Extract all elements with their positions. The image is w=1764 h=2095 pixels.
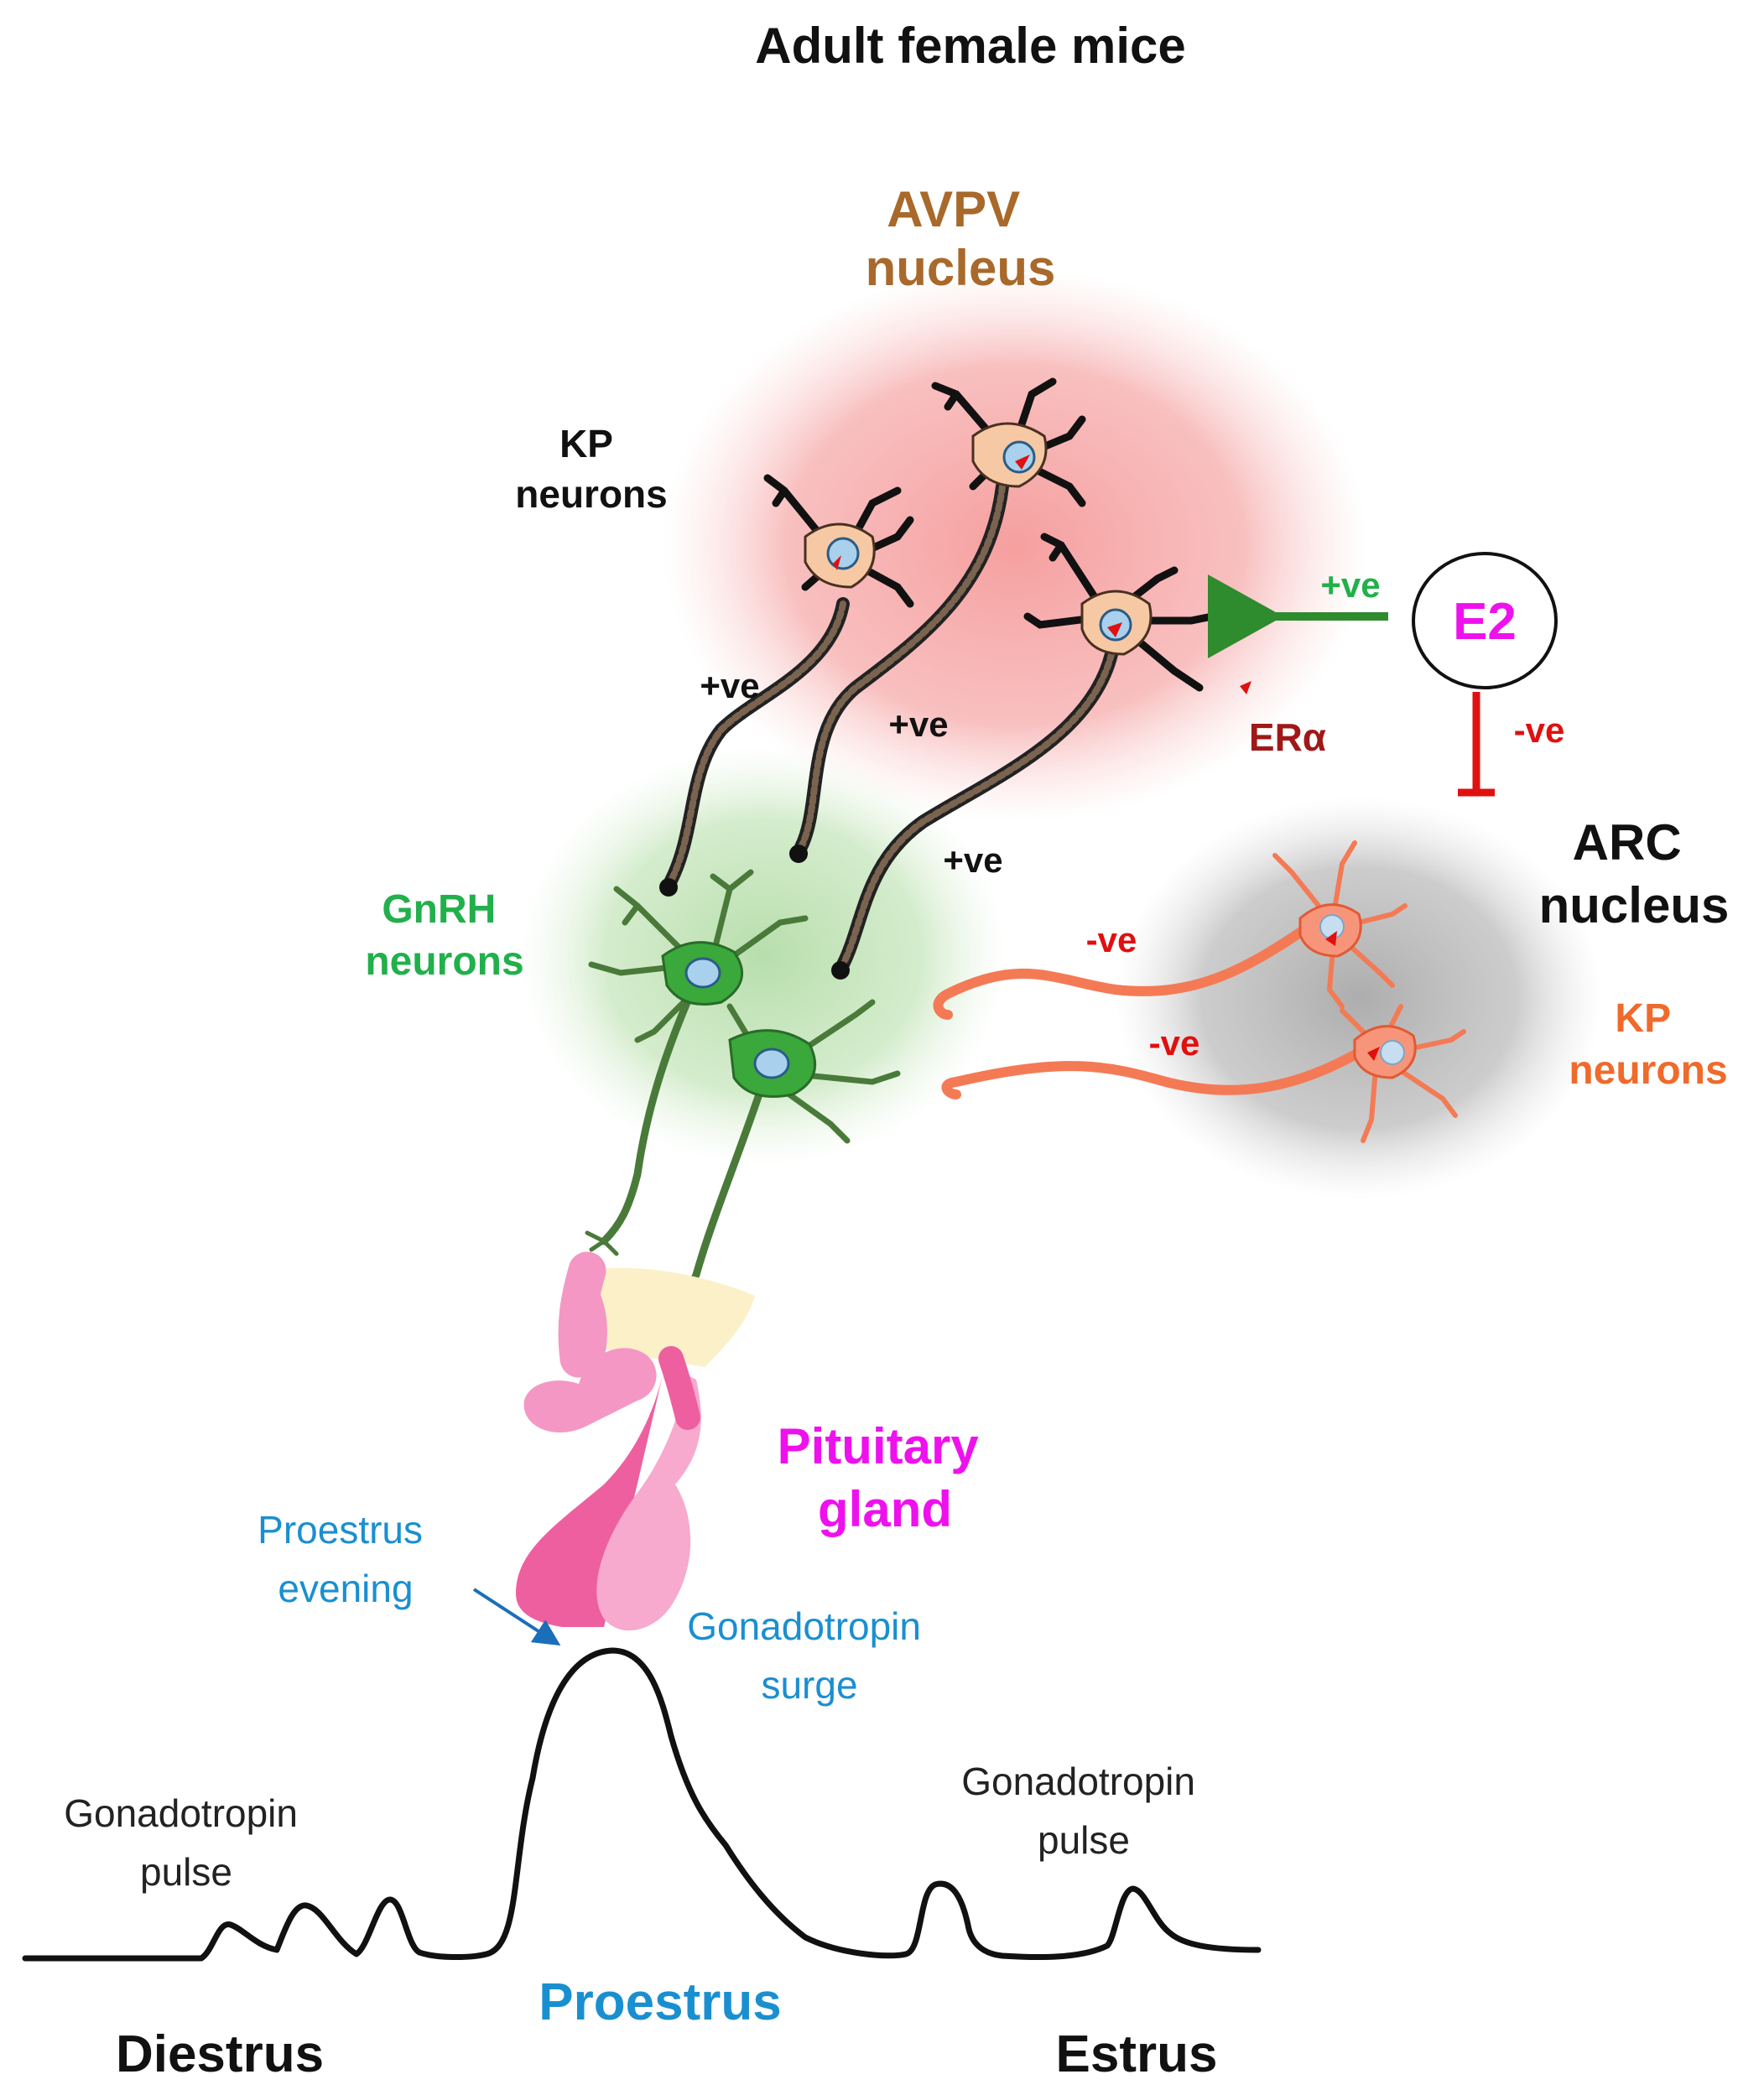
kp-arc-nucleus-2 — [1380, 1040, 1405, 1065]
gnrh-label-line1: GnRH — [382, 887, 496, 932]
kp-avpv-neuron-2 — [931, 377, 1086, 507]
avpv-label: AVPV nucleus — [866, 181, 1056, 296]
kp-arc-era-marker-2 — [1367, 1047, 1380, 1061]
stage-proestrus-label: Proestrus — [539, 1973, 781, 2031]
era-label: ERα — [1249, 715, 1326, 759]
gonadotropin-surge-line2: surge — [761, 1663, 857, 1707]
gnrh-label: GnRH neurons — [365, 887, 523, 984]
proestrus-evening-arrow — [472, 1588, 561, 1646]
arc-label-line1: ARC — [1573, 814, 1682, 871]
e2-circle — [1412, 552, 1558, 689]
gonadotropin-pulse-right-line1: Gonadotropin — [961, 1760, 1195, 1803]
gonadotropin-pulse-left-label: Gonadotropin pulse — [64, 1791, 309, 1894]
e2-label: E2 — [1453, 593, 1517, 651]
kp-avpv-label: KP neurons — [515, 422, 667, 516]
e2-negative-label: -ve — [1514, 710, 1565, 750]
era-marker-icon — [1240, 681, 1251, 694]
pituitary-label-line2: gland — [818, 1481, 952, 1537]
e2-positive-label: +ve — [1320, 565, 1380, 605]
gnrh-label-line2: neurons — [365, 939, 523, 984]
stage-estrus-label: Estrus — [1056, 2025, 1218, 2083]
gnrh-nucleus-2 — [753, 1048, 790, 1079]
kp-arc-label-line1: KP — [1615, 996, 1670, 1041]
gonadotropin-pulse-left-line2: pulse — [140, 1850, 232, 1894]
arc-label-line2: nucleus — [1539, 877, 1730, 933]
arc-nucleus-region — [1116, 797, 1602, 1199]
gonadotropin-pulse-right-label: Gonadotropin pulse — [961, 1760, 1206, 1862]
avpv-label-line2: nucleus — [866, 240, 1056, 296]
gnrh-nucleus-1 — [684, 957, 721, 989]
kp-arc-era-marker-1 — [1325, 931, 1337, 946]
proestrus-evening-label: Proestrus evening — [258, 1508, 434, 1610]
kp-arc-negative-1: -ve — [1086, 920, 1137, 959]
kp-avpv-neuron-3 — [1023, 533, 1216, 692]
kp-avpv-axons — [659, 480, 1118, 980]
kp-arc-negative-2: -ve — [1149, 1023, 1200, 1063]
kp-arc-label: KP neurons — [1569, 996, 1727, 1093]
pituitary-gland-illustration — [516, 1251, 755, 1631]
pituitary-label: Pituitary gland — [778, 1418, 993, 1537]
kp-avpv-label-line1: KP — [559, 422, 612, 465]
gonadotropin-pulse-left-line1: Gonadotropin — [64, 1791, 298, 1835]
kp-avpv-positive-2: +ve — [888, 704, 948, 744]
e2-inhibition-symbol — [1458, 692, 1495, 797]
pituitary-label-line1: Pituitary — [778, 1418, 980, 1474]
kp-avpv-positive-1: +ve — [700, 666, 759, 705]
gonadotropin-curve — [22, 1647, 1262, 1962]
gonadotropin-pulse-right-line2: pulse — [1038, 1818, 1130, 1862]
stage-diestrus-label: Diestrus — [116, 2025, 324, 2083]
kp-avpv-positive-3: +ve — [943, 840, 1002, 880]
kp-avpv-label-line2: neurons — [515, 472, 667, 516]
proestrus-evening-line1: Proestrus — [258, 1508, 423, 1552]
gonadotropin-surge-line1: Gonadotropin — [687, 1604, 921, 1648]
kp-arc-label-line2: neurons — [1569, 1048, 1727, 1093]
kp-avpv-neuron-1 — [763, 474, 914, 608]
arc-label: ARC nucleus — [1539, 814, 1730, 933]
gonadotropin-surge-label: Gonadotropin surge — [687, 1604, 932, 1707]
figure-title: Adult female mice — [755, 18, 1186, 74]
avpv-label-line1: AVPV — [887, 181, 1020, 237]
proestrus-evening-line2: evening — [278, 1567, 413, 1610]
